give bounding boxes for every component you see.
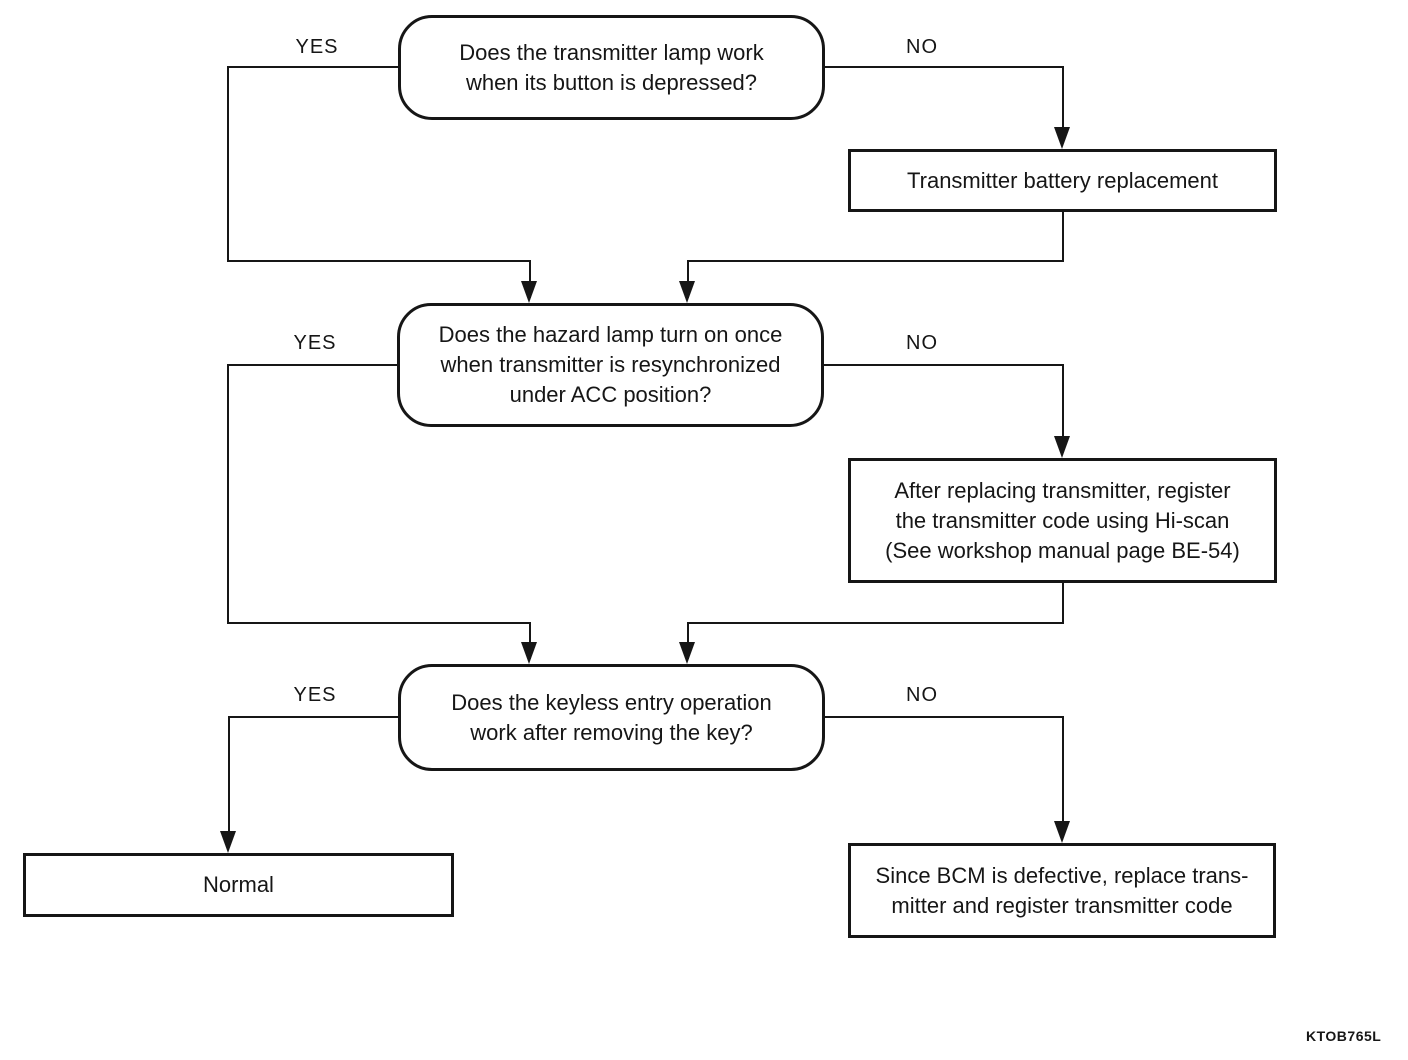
connector-q3-yes-out xyxy=(229,716,398,718)
connector-hiscan-into-q3 xyxy=(687,622,689,659)
arrow-down-icon xyxy=(521,281,537,303)
decision-text-line: Does the hazard lamp turn on once xyxy=(438,322,783,347)
connector-battery-into-q2 xyxy=(687,260,689,298)
decision-transmitter-lamp: Does the transmitter lamp work when its … xyxy=(398,15,825,120)
connector-battery-across xyxy=(687,260,1064,262)
action-text-line: Since BCM is defective, replace trans- xyxy=(875,862,1249,888)
branch-label-yes-2: YES xyxy=(293,332,337,354)
action-text-line: mitter and register transmitter code xyxy=(891,892,1233,918)
branch-label-no-2: NO xyxy=(906,332,938,354)
connector-q1-yes-out xyxy=(228,66,398,68)
branch-label-no-1: NO xyxy=(906,36,938,58)
connector-q2-yes-drop xyxy=(227,364,229,624)
decision-text-line: Does the transmitter lamp work xyxy=(459,39,764,65)
connector-hiscan-across xyxy=(687,622,1064,624)
decision-text-line: work after removing the key? xyxy=(470,719,753,745)
action-bcm-defective: Since BCM is defective, replace trans- m… xyxy=(848,843,1276,938)
action-text-line: After replacing transmitter, register xyxy=(894,477,1231,503)
arrow-down-icon xyxy=(1054,821,1070,843)
branch-label-yes-1: YES xyxy=(295,36,339,58)
connector-q1-yes-drop xyxy=(227,66,229,262)
action-text-line: Transmitter battery replacement xyxy=(907,167,1218,193)
arrow-down-icon xyxy=(679,281,695,303)
connector-q3-no-out xyxy=(825,716,1063,718)
decision-hazard-lamp: Does the hazard lamp turn on once when t… xyxy=(397,303,824,427)
arrow-down-icon xyxy=(1054,127,1070,149)
result-normal: Normal xyxy=(23,853,454,917)
connector-q1-yes-into-q2 xyxy=(529,260,531,298)
connector-q2-yes-across xyxy=(227,622,530,624)
action-text-line: (See workshop manual page BE-54) xyxy=(885,537,1240,563)
connector-q3-no-drop xyxy=(1062,716,1064,826)
action-register-transmitter-code: After replacing transmitter, register th… xyxy=(848,458,1277,583)
arrow-down-icon xyxy=(220,831,236,853)
connector-battery-down xyxy=(1062,212,1064,262)
connector-q2-no-drop xyxy=(1062,364,1064,440)
connector-q2-yes-out xyxy=(228,364,397,366)
connector-q2-yes-into-q3 xyxy=(529,622,531,659)
connector-q1-yes-across xyxy=(227,260,530,262)
decision-keyless-entry: Does the keyless entry operation work af… xyxy=(398,664,825,771)
figure-code: KTOB765L xyxy=(1306,1028,1382,1044)
connector-q2-no-out xyxy=(824,364,1063,366)
branch-label-no-3: NO xyxy=(906,684,938,706)
decision-text-line: under ACC position? xyxy=(509,382,712,407)
connector-hiscan-down xyxy=(1062,583,1064,624)
connector-q3-yes-drop xyxy=(228,716,230,836)
action-battery-replacement: Transmitter battery replacement xyxy=(848,149,1277,212)
decision-text-line: when transmitter is resynchronized xyxy=(440,352,781,377)
connector-q1-no-drop xyxy=(1062,66,1064,132)
arrow-down-icon xyxy=(1054,436,1070,458)
action-text-line: Normal xyxy=(203,872,274,897)
branch-label-yes-3: YES xyxy=(293,684,337,706)
decision-text-line: Does the keyless entry operation xyxy=(451,689,772,715)
action-text-line: the transmitter code using Hi-scan xyxy=(895,507,1230,533)
arrow-down-icon xyxy=(679,642,695,664)
decision-text-line: when its button is depressed? xyxy=(465,69,758,95)
arrow-down-icon xyxy=(521,642,537,664)
connector-q1-no-out xyxy=(825,66,1063,68)
